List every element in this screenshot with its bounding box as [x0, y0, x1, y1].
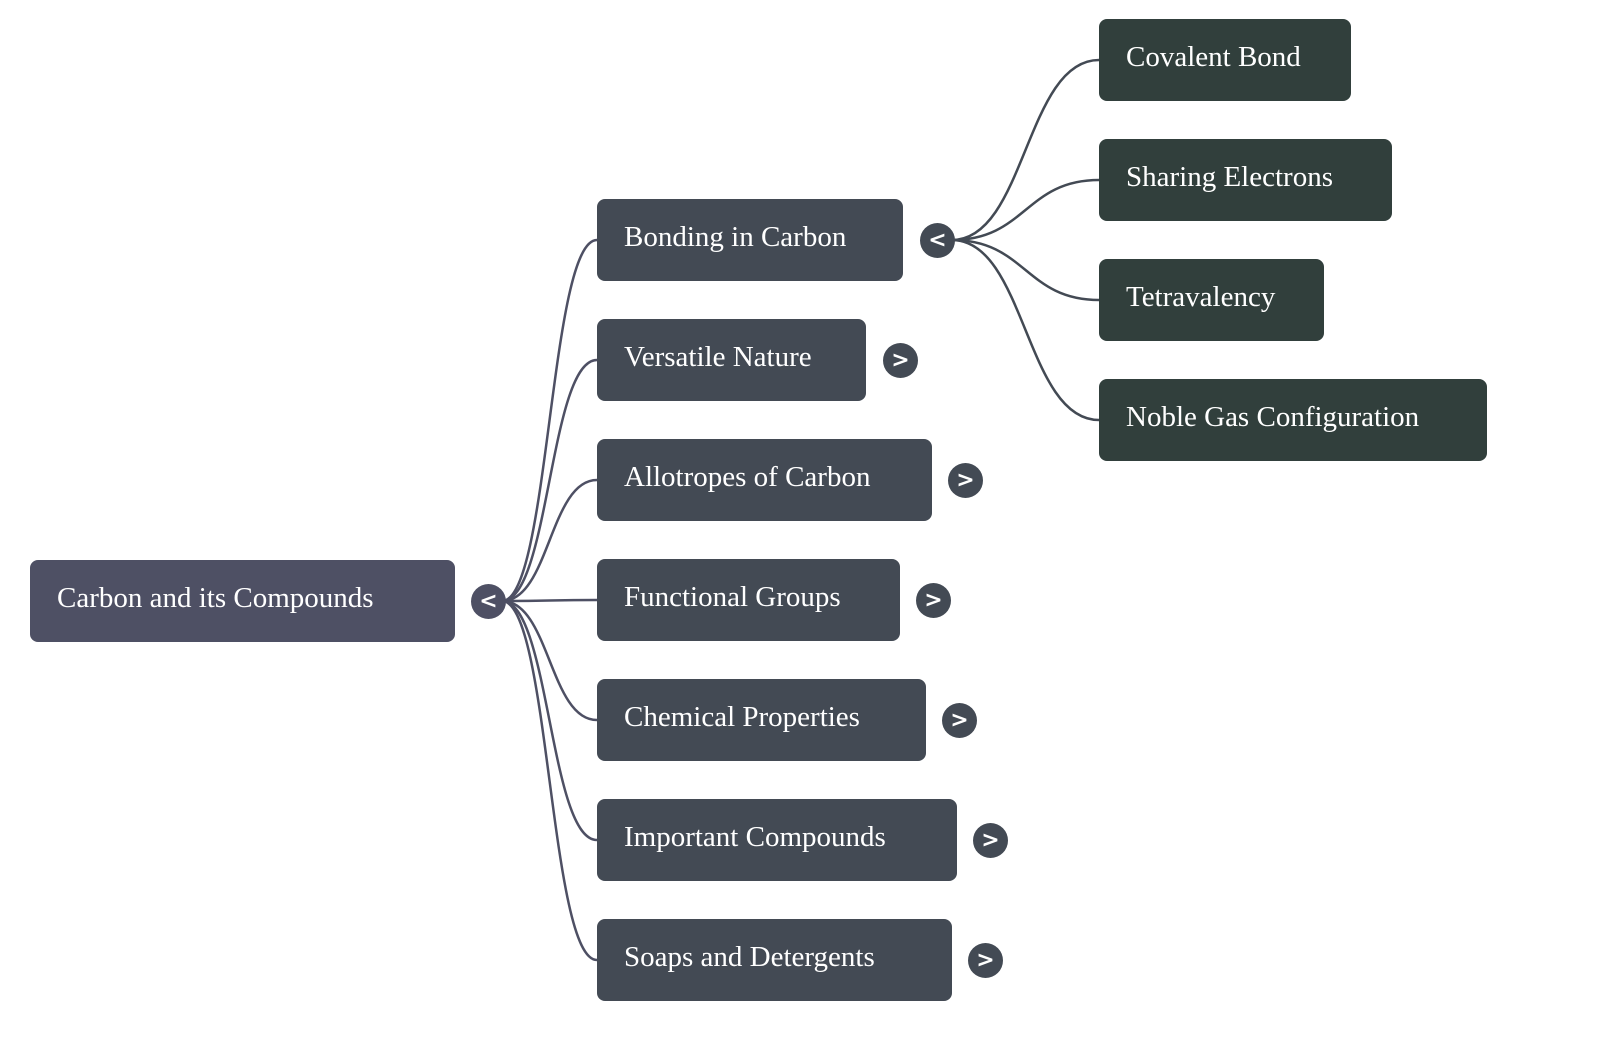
branch-node-versatile-nature[interactable]: Versatile Nature	[597, 319, 866, 401]
connector-line-root-to-branch-6	[501, 599, 598, 962]
leaf-node-label: Tetravalency	[1126, 281, 1276, 313]
chevron-right-icon: >	[976, 948, 995, 973]
branch-node-label: Bonding in Carbon	[624, 221, 847, 253]
connector-line-root-to-branch-4	[501, 599, 598, 722]
branch-node-bonding-in-carbon[interactable]: Bonding in Carbon	[597, 199, 903, 281]
leaf-node-noble-gas-configuration[interactable]: Noble Gas Configuration	[1099, 379, 1487, 461]
chevron-left-icon: <	[479, 589, 498, 614]
branch-node-label: Soaps and Detergents	[624, 941, 875, 973]
branch-node-label: Versatile Nature	[624, 341, 812, 373]
connector-line-root-to-branch-3	[501, 598, 598, 603]
connector-line-bonding-to-leaf-0	[951, 58, 1100, 242]
connector-line-root-to-branch-5	[501, 599, 598, 842]
connector-line-root-to-branch-2	[501, 478, 598, 603]
branch-node-important-compounds[interactable]: Important Compounds	[597, 799, 957, 881]
root-node-label: Carbon and its Compounds	[57, 582, 374, 614]
branch-node-allotropes-of-carbon[interactable]: Allotropes of Carbon	[597, 439, 932, 521]
connector-line-bonding-to-leaf-2	[951, 238, 1100, 302]
branch-node-label: Chemical Properties	[624, 701, 860, 733]
root-node[interactable]: Carbon and its Compounds	[30, 560, 455, 642]
connector-line-root-to-branch-1	[501, 358, 598, 603]
leaf-node-sharing-electrons[interactable]: Sharing Electrons	[1099, 139, 1392, 221]
connector-line-bonding-to-leaf-1	[951, 178, 1100, 242]
leaf-node-label: Sharing Electrons	[1126, 161, 1333, 193]
leaf-node-tetravalency[interactable]: Tetravalency	[1099, 259, 1324, 341]
chevron-right-icon: >	[891, 348, 910, 373]
chevron-right-icon: >	[981, 828, 1000, 853]
leaf-node-label: Noble Gas Configuration	[1126, 401, 1420, 433]
expand-toggle-soaps-and-detergents[interactable]: >	[968, 943, 1003, 978]
branch-node-functional-groups[interactable]: Functional Groups	[597, 559, 900, 641]
collapse-toggle-root[interactable]: <	[471, 584, 506, 619]
connector-line-bonding-to-leaf-3	[951, 238, 1100, 422]
branch-node-soaps-and-detergents[interactable]: Soaps and Detergents	[597, 919, 952, 1001]
expand-toggle-important-compounds[interactable]: >	[973, 823, 1008, 858]
chevron-right-icon: >	[956, 468, 975, 493]
connector-line-root-to-branch-0	[501, 238, 598, 603]
expand-toggle-chemical-properties[interactable]: >	[942, 703, 977, 738]
expand-toggle-functional-groups[interactable]: >	[916, 583, 951, 618]
leaf-node-covalent-bond[interactable]: Covalent Bond	[1099, 19, 1351, 101]
expand-toggle-versatile-nature[interactable]: >	[883, 343, 918, 378]
branch-node-label: Functional Groups	[624, 581, 841, 613]
collapse-toggle-bonding-in-carbon[interactable]: <	[920, 223, 955, 258]
leaf-node-label: Covalent Bond	[1126, 41, 1301, 73]
chevron-left-icon: <	[928, 228, 947, 253]
expand-toggle-allotropes-of-carbon[interactable]: >	[948, 463, 983, 498]
branch-node-label: Allotropes of Carbon	[624, 461, 871, 493]
branch-node-chemical-properties[interactable]: Chemical Properties	[597, 679, 926, 761]
branch-node-label: Important Compounds	[624, 821, 886, 853]
chevron-right-icon: >	[924, 588, 943, 613]
chevron-right-icon: >	[950, 708, 969, 733]
